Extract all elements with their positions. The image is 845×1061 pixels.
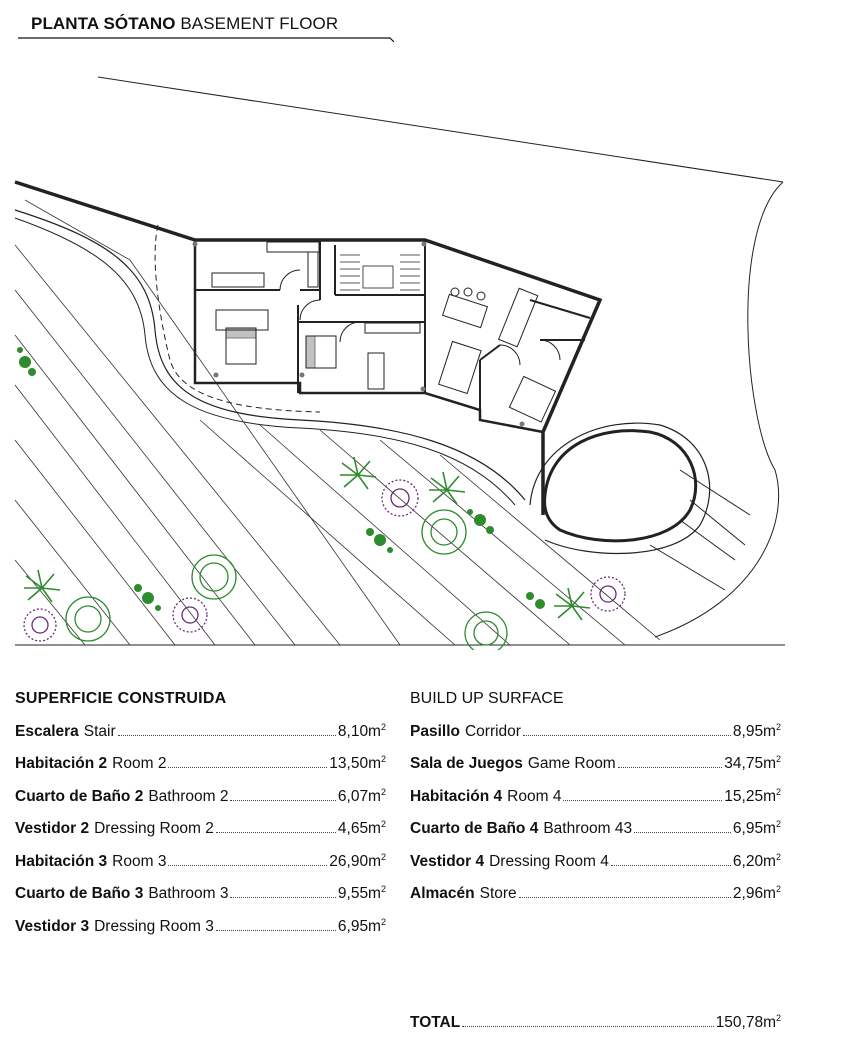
shrub-3 — [23, 608, 57, 642]
surface-row: Vestidor 4 Dressing Room 4 6,20m2 — [410, 852, 781, 870]
door-swing-5 — [539, 339, 561, 361]
furniture — [211, 241, 561, 423]
closet-2 — [266, 241, 320, 253]
surface-row: Vestidor 3 Dressing Room 3 6,95m2 — [15, 917, 386, 935]
surface-row: Sala de Juegos Game Room 34,75m2 — [410, 754, 781, 772]
walkway-dashed — [154, 224, 321, 413]
surface-row: Cuarto de Baño 3 Bathroom 3 9,55m2 — [15, 884, 386, 902]
closet-4 — [497, 287, 539, 348]
walkway-outer — [14, 209, 526, 501]
stair-treads — [340, 254, 420, 291]
tree-3 — [421, 509, 467, 555]
drive-line-3 — [679, 519, 736, 561]
surface-title-es: SUPERFICIE CONSTRUIDA — [15, 690, 227, 707]
surface-row: Habitación 2 Room 2 13,50m2 — [15, 754, 386, 772]
palm-1 — [340, 456, 377, 490]
header-underline — [18, 37, 394, 42]
floor-plan — [14, 76, 785, 650]
surface-row: Almacén Store 2,96m2 — [410, 884, 781, 902]
surface-row: Habitación 3 Room 3 26,90m2 — [15, 852, 386, 870]
closet-3 — [364, 322, 421, 334]
palm-3 — [24, 569, 61, 603]
bath-3-fixture — [367, 352, 385, 390]
surface-row: Cuarto de Baño 2 Bathroom 2 6,07m2 — [15, 787, 386, 805]
drive-line-4 — [649, 544, 726, 591]
interior-walls — [195, 240, 591, 410]
walkway-inner — [14, 217, 516, 506]
plants — [17, 347, 626, 650]
surface-total-row: TOTAL 150,78m2 — [410, 1013, 781, 1031]
surface-list-right: Pasillo Corridor 8,95m2 Sala de Juegos G… — [410, 722, 781, 922]
surface-row: Cuarto de Baño 4 Bathroom 43 6,95m2 — [410, 819, 781, 837]
surface-title-en: BUILD UP SURFACE — [410, 690, 564, 707]
door-swing-3 — [339, 321, 361, 343]
bathtub-2 — [211, 272, 265, 288]
closet-2b — [307, 251, 319, 288]
tree-2 — [65, 596, 111, 642]
page-title-en: BASEMENT FLOOR — [180, 14, 339, 33]
door-swing-4 — [499, 344, 521, 366]
game-table — [437, 340, 482, 395]
bed-room-4 — [508, 375, 557, 423]
surface-total: TOTAL 150,78m2 — [410, 1013, 781, 1037]
roundabout — [529, 422, 711, 555]
page-title: PLANTA SÓTANO BASEMENT FLOOR — [31, 14, 338, 34]
column-dots — [192, 241, 525, 427]
site-curve — [654, 181, 784, 638]
tree-1 — [191, 554, 237, 600]
house-lower-wall — [193, 240, 544, 434]
plan-header: PLANTA SÓTANO BASEMENT FLOOR — [18, 10, 394, 42]
door-swing-1 — [279, 269, 301, 291]
shrub-2 — [172, 597, 208, 633]
drive-line-2 — [689, 499, 746, 546]
house-outer-wall — [14, 180, 603, 515]
shrub-4 — [590, 576, 626, 612]
drive-line-1 — [679, 469, 751, 516]
surface-list-left: Escalera Stair 8,10m2 Habitación 2 Room … — [15, 722, 386, 952]
shrub-1 — [381, 479, 419, 517]
surface-row: Habitación 4 Room 4 15,25m2 — [410, 787, 781, 805]
palm-4 — [554, 587, 591, 621]
door-swing-2 — [299, 299, 321, 321]
page-title-es: PLANTA SÓTANO — [31, 14, 176, 33]
surface-row: Vestidor 2 Dressing Room 2 4,65m2 — [15, 819, 386, 837]
game-room-sofa — [441, 293, 489, 329]
surface-row: Pasillo Corridor 8,95m2 — [410, 722, 781, 740]
site-boundary — [97, 76, 784, 183]
tree-4 — [464, 611, 508, 650]
surface-row: Escalera Stair 8,10m2 — [15, 722, 386, 740]
terrace-hatching — [14, 199, 661, 646]
palm-2 — [429, 471, 466, 505]
